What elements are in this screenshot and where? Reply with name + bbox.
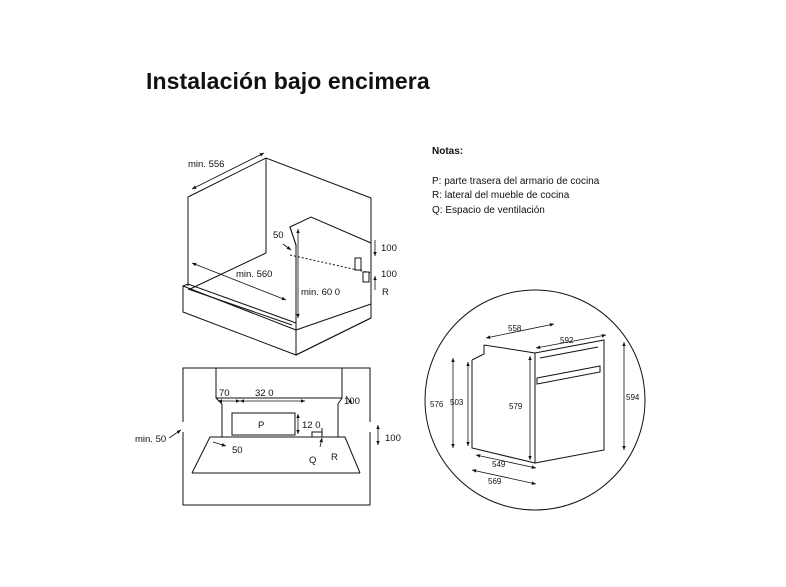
dim-50-plan: 50 [232,445,243,456]
note-key: Q: [432,204,443,216]
oven-detail-circle [424,289,646,511]
dim-min-600: min. 60 0 [301,287,340,298]
dim-100-top: 100 [381,243,397,254]
dim-100-plan-right: 100 [344,396,360,407]
note-r: R: lateral del mueble de cocina [432,189,599,204]
dim-min-560: min. 560 [236,269,272,280]
note-text: lateral del mueble de cocina [442,190,570,201]
label-p: P [258,420,264,431]
dim-503: 503 [450,398,464,407]
note-key: P: [432,175,442,187]
dim-70: 70 [219,388,230,399]
dim-594: 594 [626,393,640,402]
dim-100-bottom: 100 [381,269,397,280]
note-q: Q: Espacio de ventilación [432,204,599,219]
dim-100-plan-far: 100 [385,433,401,444]
note-p: P: parte trasera del armario de cocina [432,175,599,190]
dim-50-3d: 50 [273,230,284,241]
note-key: R: [432,190,442,201]
dim-558: 558 [508,324,522,333]
note-text: parte trasera del armario de cocina [441,175,600,187]
dim-576: 576 [430,400,444,409]
dim-min-556: min. 556 [188,159,224,170]
oven-detail-drawing [471,339,605,464]
dim-579: 579 [509,402,523,411]
cabinet-3d-dimensions [191,152,377,318]
dim-320: 32 0 [255,388,274,399]
label-q: Q [309,455,316,466]
notes-panel: Notas: P: parte trasera del armario de c… [432,145,599,218]
dim-min-50: min. 50 [135,434,166,445]
notes-heading: Notas: [432,146,464,157]
label-r-3d: R [382,287,389,298]
cabinet-3d-drawing [182,157,372,356]
dim-120: 12 0 [302,420,321,431]
dim-592: 592 [560,336,574,345]
page-title: Instalación bajo encimera [146,68,430,94]
oven-detail-dimensions [451,323,626,485]
label-r-plan: R [331,452,338,463]
plan-view-drawing [182,367,371,506]
note-text: Espacio de ventilación [442,204,545,216]
dim-549: 549 [492,460,506,469]
dim-569: 569 [488,477,502,486]
plan-view-dimensions [168,395,380,448]
